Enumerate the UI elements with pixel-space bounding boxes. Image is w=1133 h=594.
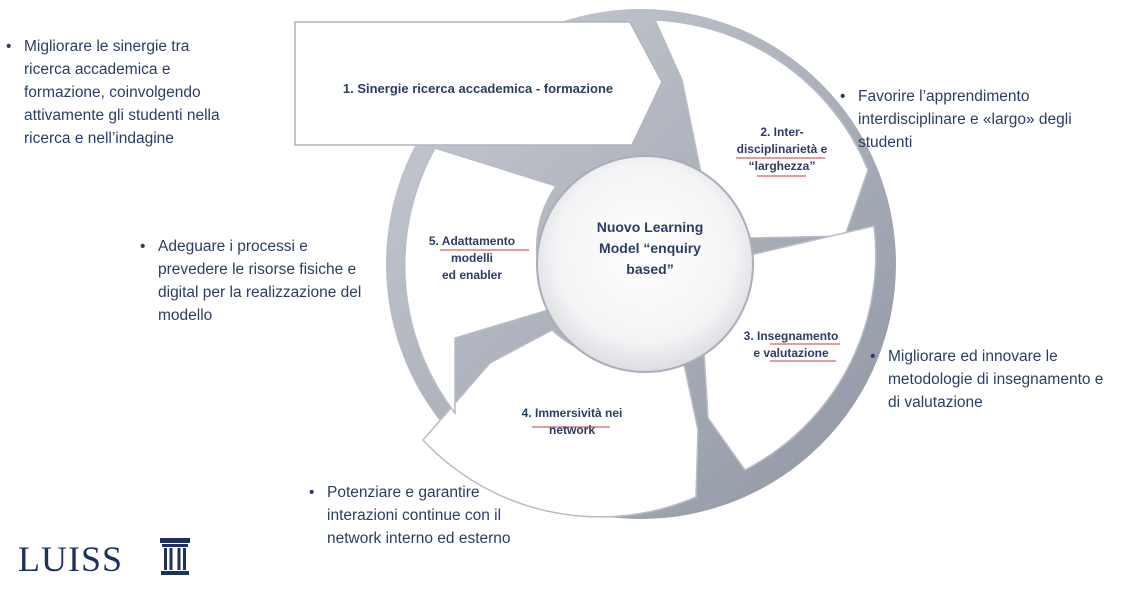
segment-5-label: 5. Adattamento modelli ed enabler <box>429 234 515 282</box>
description-line: interdisciplinare e «largo» degli <box>858 111 1072 128</box>
segment-2-label: 2. Inter-disciplinarietà e “larghezza” <box>737 125 828 173</box>
label-line: disciplinarietà e <box>737 142 828 156</box>
description-line: network interno ed esterno <box>327 530 511 547</box>
segment-3-label: 3. Insegnamento e valutazione <box>744 329 839 360</box>
segment-1-label: 1. Sinergie ricerca accademica - formazi… <box>343 81 613 96</box>
label-line: 5. Adattamento <box>429 234 515 248</box>
label-line: based” <box>626 261 673 277</box>
description-line: studenti <box>858 134 913 151</box>
description-bullet: Migliorare ed innovare le metodologie di … <box>868 345 1128 414</box>
label-line: network <box>549 423 595 437</box>
label-line: modelli <box>451 251 493 265</box>
label-line: ed enabler <box>442 268 502 282</box>
segment-1-arrow <box>294 21 663 146</box>
description-line: prevedere le risorse fisiche e <box>158 261 357 278</box>
description-line: digital per la realizzazione del <box>158 284 362 301</box>
luiss-logo-text: LUISS <box>18 539 124 579</box>
center-circle <box>536 155 754 373</box>
description-line: formazione, coinvolgendo <box>24 84 201 101</box>
description-line: di valutazione <box>888 394 983 411</box>
label-line: 2. Inter- <box>760 125 803 139</box>
description-line: Adeguare i processi e <box>158 238 308 255</box>
description-line: Migliorare le sinergie tra <box>24 38 190 55</box>
label-line: “larghezza” <box>749 159 816 173</box>
description-5: Adeguare i processi e prevedere le risors… <box>138 235 418 327</box>
proofing-underlines <box>440 157 840 428</box>
description-line: interazioni continue con il <box>327 507 502 524</box>
label-line: e valutazione <box>753 346 829 360</box>
label-line: Model “enquiry <box>599 240 701 256</box>
description-line: attivamente gli studenti nella <box>24 107 220 124</box>
description-line: ricerca accademica e <box>24 61 171 78</box>
description-line: metodologie di insegnamento e <box>888 371 1104 388</box>
description-bullet: Migliorare le sinergie tra ricerca accade… <box>4 35 284 150</box>
description-line: Migliorare ed innovare le <box>888 348 1058 365</box>
label-line: Nuovo Learning <box>597 219 704 235</box>
label-line: 4. Immersività nei <box>522 406 623 420</box>
description-3: Migliorare ed innovare le metodologie di … <box>868 345 1128 414</box>
description-line: Potenziare e garantire <box>327 484 480 501</box>
label-line: 3. Insegnamento <box>744 329 839 343</box>
description-line: modello <box>158 307 213 324</box>
description-bullet: Favorire l’apprendimento interdisciplinar… <box>838 85 1128 154</box>
description-bullet: Adeguare i processi e prevedere le risors… <box>138 235 418 327</box>
description-4: Potenziare e garantire interazioni contin… <box>307 481 587 550</box>
columns-icon <box>160 538 190 575</box>
description-2: Favorire l’apprendimento interdisciplinar… <box>838 85 1128 154</box>
description-1: Migliorare le sinergie tra ricerca accade… <box>4 35 284 150</box>
description-line: Favorire l’apprendimento <box>858 88 1030 105</box>
description-line: ricerca e nell’indagine <box>24 130 174 147</box>
label-line: 1. Sinergie ricerca accademica - formazi… <box>343 81 613 96</box>
description-bullet: Potenziare e garantire interazioni contin… <box>307 481 587 550</box>
